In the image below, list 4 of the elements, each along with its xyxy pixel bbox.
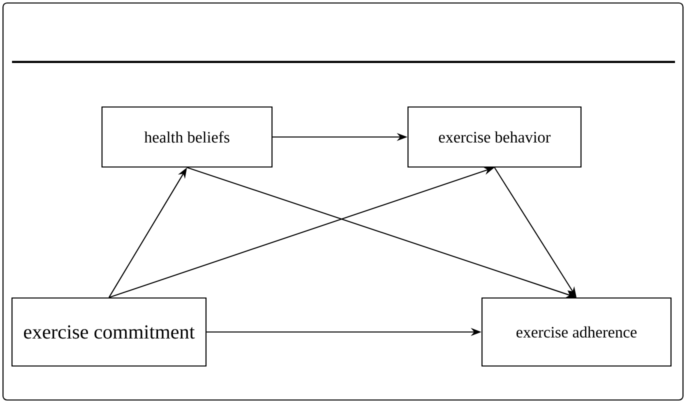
- process-box: health beliefs: [101, 106, 273, 168]
- process-box: exercise behavior: [407, 106, 582, 168]
- process-box: exercise adherence: [481, 297, 672, 367]
- process-box: exercise commitment: [11, 297, 207, 367]
